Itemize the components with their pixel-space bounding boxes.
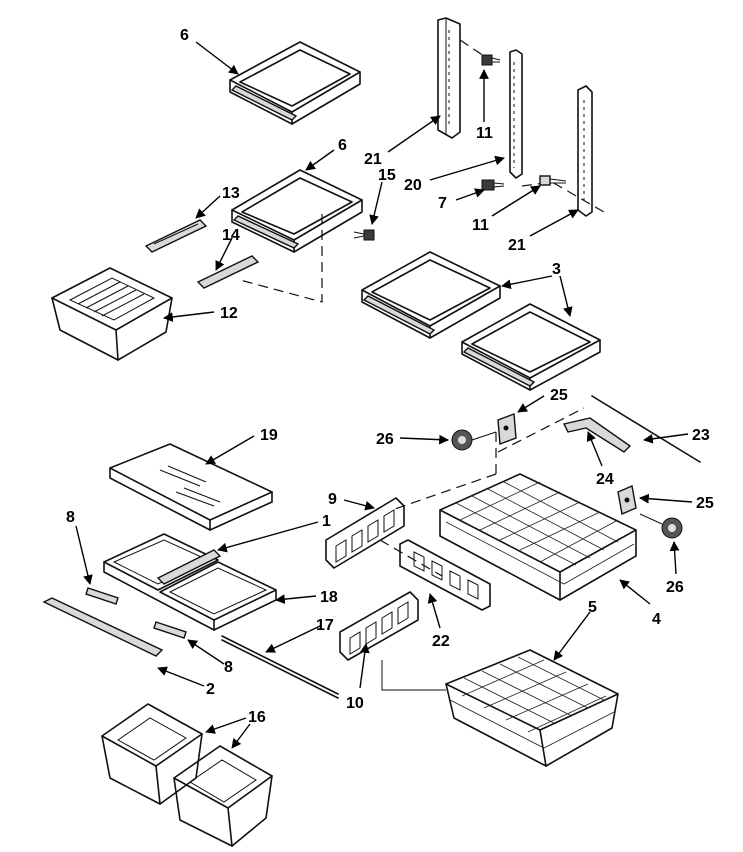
callout-11-lower: 11: [472, 217, 489, 234]
crisper-16-upper: [101, 703, 203, 805]
crisper-16-lower: [173, 745, 273, 847]
callout-8-left: 8: [66, 509, 75, 526]
bin-22: [399, 539, 491, 611]
shelf-6-top: [229, 41, 361, 125]
roller-26-upper: [451, 429, 497, 451]
slide-8-right: [153, 621, 187, 639]
bracket-24: [562, 417, 632, 453]
callout-17: 17: [316, 617, 334, 634]
slide-8-left: [85, 587, 119, 605]
callout-8-right: 8: [224, 659, 233, 676]
callout-4: 4: [652, 611, 661, 628]
callout-26-upper: 26: [376, 431, 394, 448]
callout-14: 14: [222, 227, 240, 244]
crisper-pan-12: [51, 267, 173, 361]
callout-24: 24: [596, 471, 614, 488]
rod-23: [591, 395, 701, 463]
callout-3: 3: [552, 261, 561, 278]
callout-15: 15: [378, 167, 396, 184]
callout-23: 23: [692, 427, 710, 444]
callout-21-left: 21: [364, 151, 382, 168]
bin-9: [325, 497, 405, 569]
callout-22: 22: [432, 633, 450, 650]
pan-rail-14: [196, 255, 260, 289]
bin-10: [339, 591, 419, 661]
callout-labels: 6 6 13 14 12 15 21 11 20 7 11 21 3 19 25…: [66, 27, 714, 726]
callout-25-lower: 25: [696, 495, 714, 512]
shelf-3-upper: [361, 251, 501, 339]
pan-rail-13: [144, 219, 208, 253]
trim-2: [42, 597, 164, 657]
callout-9: 9: [328, 491, 337, 508]
rod-17: [221, 635, 339, 699]
callout-6-middle: 6: [338, 137, 347, 154]
ladder-rail-21-right: [577, 85, 593, 217]
callout-11-upper: 11: [476, 125, 493, 142]
callout-12: 12: [220, 305, 238, 322]
shelf-6-middle: [231, 169, 363, 253]
shelf-3-lower: [461, 303, 601, 391]
pan-cover-frame: [103, 533, 277, 631]
roller-26-lower: [639, 513, 683, 539]
glass-shelf-19: [109, 443, 273, 531]
screw-15: [353, 229, 375, 241]
ladder-rail-20: [509, 49, 523, 179]
screw-11-upper: [481, 54, 501, 66]
callout-2: 2: [206, 681, 215, 698]
callout-21-right: 21: [508, 237, 526, 254]
screw-11-lower: [539, 175, 567, 186]
callout-26-lower: 26: [666, 579, 684, 596]
callout-7: 7: [438, 195, 447, 212]
ladder-rail-21-left: [437, 17, 461, 139]
support-25-upper: [497, 413, 517, 445]
callout-6-top: 6: [180, 27, 189, 44]
callout-10: 10: [346, 695, 364, 712]
wire-basket-4: [439, 473, 637, 601]
callout-25-upper: 25: [550, 387, 568, 404]
callout-13: 13: [222, 185, 240, 202]
callout-19: 19: [260, 427, 278, 444]
callout-1: 1: [322, 513, 331, 530]
callout-20: 20: [404, 177, 422, 194]
support-25-lower: [617, 485, 637, 515]
leader-lines: [75, 41, 693, 749]
screw-7: [481, 179, 505, 191]
callout-16: 16: [248, 709, 266, 726]
callout-18: 18: [320, 589, 338, 606]
callout-5: 5: [588, 599, 597, 616]
wire-basket-5: [445, 649, 619, 767]
